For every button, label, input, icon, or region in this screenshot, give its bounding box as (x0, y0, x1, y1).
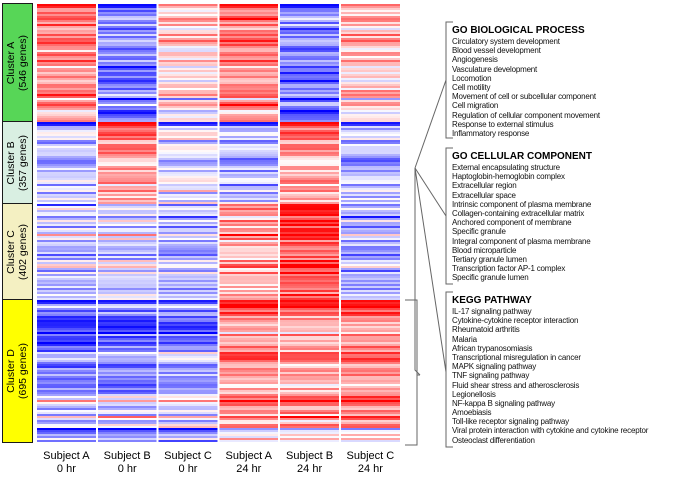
annotation-item: Locomotion (452, 73, 492, 83)
annotation-item: Toll-like receptor signaling pathway (452, 417, 569, 427)
annotation-item: IL-17 signaling pathway (452, 307, 532, 316)
annotation-item: Blood vessel development (452, 46, 541, 56)
annotation-item: Rheumatoid arthritis (452, 325, 520, 335)
connector-lines (405, 21, 453, 448)
annotation-item: Vasculature development (452, 64, 538, 74)
annotation-item: Legionellosis (452, 389, 496, 399)
cluster-box-b: Cluster B(357 genes) (2, 121, 33, 205)
annotation-item: Circulatory system development (452, 37, 560, 46)
annotation-item: Extracellular region (452, 181, 517, 191)
annotation-item: Osteoclast differentiation (452, 435, 535, 445)
cluster-box-a: Cluster A(546 genes) (2, 3, 33, 123)
annotation-item: Response to external stimulus (452, 119, 554, 129)
go-biological-process-list: GO BIOLOGICAL PROCESS Circulatory system… (452, 24, 684, 138)
annotation-item: Cell motility (452, 82, 491, 92)
annotation-item: Collagen-containing extracellular matrix (452, 208, 585, 218)
annotation-item: Regulation of cellular component movemen… (452, 110, 600, 120)
annotation-item: Anchored component of membrane (452, 218, 572, 228)
cluster-label-text: Cluster D(695 genes) (5, 342, 30, 400)
annotation-item: Tertiary granule lumen (452, 254, 527, 264)
annotation-item: Transcription factor AP-1 complex (452, 264, 566, 274)
annotation-item: Cell migration (452, 101, 499, 111)
annotation-item: Viral protein interaction with cytokine … (452, 426, 649, 436)
cluster-box-c: Cluster C(402 genes) (2, 203, 33, 301)
annotation-item: Cytokine-cytokine receptor interaction (452, 316, 579, 326)
annotation-item: TNF signaling pathway (452, 371, 530, 381)
go-cellular-component-list: GO CELLULAR COMPONENT External encapsula… (452, 150, 684, 282)
go-bp-title: GO BIOLOGICAL PROCESS (452, 25, 585, 36)
annotation-item: Extracellular space (452, 190, 516, 200)
annotation-item: Specific granule (452, 227, 506, 237)
kegg-title: KEGG PATHWAY (452, 295, 532, 306)
annotation-item: Angiogenesis (452, 55, 498, 65)
annotation-item: NF-kappa B signaling pathway (452, 398, 555, 408)
annotation-item: Malaria (452, 334, 477, 344)
cluster-label-text: Cluster C(402 genes) (5, 223, 30, 281)
cluster-label-text: Cluster B(357 genes) (5, 134, 30, 192)
annotation-item: Specific granule lumen (452, 273, 529, 283)
annotation-item: Intrinsic component of plasma membrane (452, 199, 592, 209)
annotation-item: Haptoglobin-hemoglobin complex (452, 172, 565, 182)
cluster-label-text: Cluster A(546 genes) (5, 34, 30, 92)
annotation-item: Fluid shear stress and atherosclerosis (452, 380, 580, 390)
annotation-item: Movement of cell or subcellular componen… (452, 92, 596, 102)
annotation-item: MAPK signaling pathway (452, 362, 537, 372)
annotation-item: Integral component of plasma membrane (452, 236, 591, 246)
go-cc-title: GO CELLULAR COMPONENT (452, 151, 592, 162)
annotation-item: Transcriptional misregulation in cancer (452, 352, 581, 362)
annotation-item: External encapsulating structure (452, 163, 560, 172)
annotation-item: Amoebiasis (452, 408, 492, 418)
heatmap-cells (37, 4, 400, 442)
annotation-item: African trypanosomiasis (452, 343, 533, 353)
annotation-item: Inflammatory response (452, 128, 530, 138)
annotation-item: Blood microparticle (452, 245, 517, 255)
cluster-box-d: Cluster D(695 genes) (2, 299, 33, 443)
